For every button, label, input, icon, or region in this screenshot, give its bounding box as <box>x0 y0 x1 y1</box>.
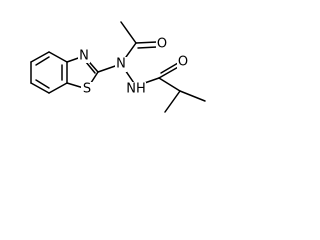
atom-s-thiazole-label: S <box>83 82 91 97</box>
bond-acetyl-carbonyl <box>135 41 158 44</box>
bond-amide-isopropyl <box>158 77 181 92</box>
atom-n-hydrazide-label: N <box>116 57 126 72</box>
atom-o-acetyl: O <box>156 37 168 52</box>
bond-n3-c2-double <box>85 61 96 74</box>
bond-acetyl-methyl <box>120 21 137 44</box>
bond-isopropyl-methyl-2 <box>179 90 206 102</box>
atom-nh-amide: NH <box>126 82 146 97</box>
bond-acetyl-carbonyl-double <box>137 46 158 49</box>
atom-o-amide: O <box>177 55 189 70</box>
atom-o-acetyl-label: O <box>157 37 167 52</box>
bond-amide-carbonyl-double <box>160 62 179 74</box>
bond-benzene-1 <box>30 51 50 63</box>
bond-benzene-6 <box>48 51 68 63</box>
atom-labels: N S N O NH O <box>78 37 189 97</box>
bond-amide-carbonyl <box>158 65 181 79</box>
atom-s-thiazole: S <box>81 82 93 97</box>
atom-o-amide-label: O <box>178 55 188 70</box>
molecule-structure: N S N O NH O <box>30 21 206 113</box>
atom-n-thiazole-label: N <box>79 49 89 64</box>
bond-isopropyl-methyl-1 <box>164 90 181 113</box>
atom-n-thiazole: N <box>78 48 90 64</box>
atom-n-hydrazide: N <box>115 57 127 72</box>
bond-benzene-inner-1 <box>35 56 50 66</box>
bond-benzene-3 <box>30 82 50 94</box>
atom-nh-amide-label: NH <box>126 82 146 97</box>
bond-benzene-inner-2 <box>35 79 50 89</box>
bond-benzene-4 <box>48 82 68 94</box>
